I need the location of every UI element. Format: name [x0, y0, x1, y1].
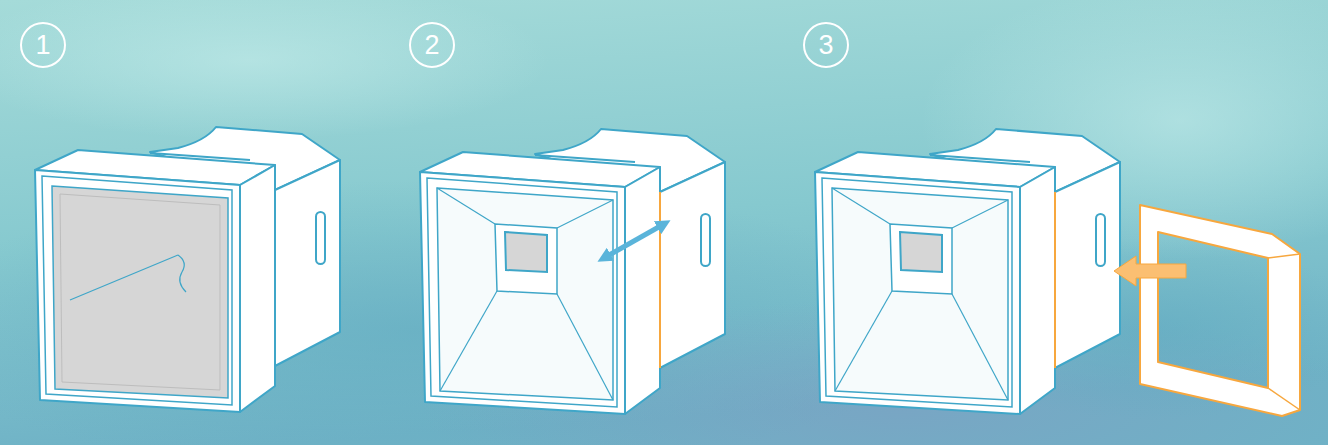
step-number: 1	[35, 32, 50, 59]
step-circle: 2	[409, 22, 455, 68]
step-number: 2	[424, 32, 439, 59]
step-number: 3	[818, 32, 833, 59]
step-circle: 1	[20, 22, 66, 68]
step-circle: 3	[803, 22, 849, 68]
